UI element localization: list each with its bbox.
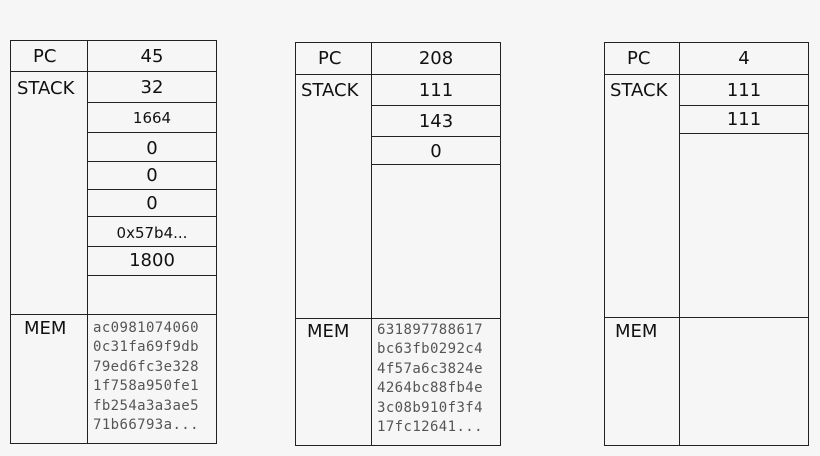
row-divider <box>295 74 501 75</box>
row-divider <box>10 71 217 72</box>
stack-cell: 111 <box>726 109 762 130</box>
stack-divider <box>88 132 216 133</box>
machine-frame <box>604 42 809 446</box>
machine-frame <box>10 40 217 444</box>
mem-line: 17fc12641... <box>377 419 483 436</box>
stack-divider <box>88 189 216 190</box>
mem-line: 1f758a950fe1 <box>93 378 199 395</box>
stack-divider <box>372 136 500 137</box>
stack-divider <box>88 275 216 276</box>
stack-cell: 1800 <box>129 250 175 271</box>
column-divider <box>87 40 88 444</box>
mem-divider <box>10 314 217 315</box>
stack-divider <box>88 161 216 162</box>
mem-line: 71b66793a... <box>93 417 199 434</box>
stack-cell: 32 <box>140 77 164 98</box>
mem-divider <box>604 317 809 318</box>
stack-divider <box>88 102 216 103</box>
stack-cell: 0 <box>146 138 158 159</box>
machine-frame <box>295 42 501 446</box>
pc-value: 45 <box>140 46 164 67</box>
stack-divider <box>680 133 808 134</box>
stack-divider <box>372 105 500 106</box>
stack-cell: 143 <box>418 111 454 132</box>
stack-label: STACK <box>17 78 75 99</box>
stack-cell: 0 <box>430 141 442 162</box>
row-divider <box>604 74 809 75</box>
mem-label: MEM <box>24 318 67 339</box>
stack-cell: 111 <box>418 80 454 101</box>
mem-line: 4264bc88fb4e <box>377 380 483 397</box>
mem-line: 631897788617 <box>377 322 483 338</box>
column-divider <box>371 42 372 446</box>
pc-label: PC <box>627 48 651 69</box>
mem-line: bc63fb0292c4 <box>377 341 483 358</box>
pc-value: 208 <box>418 48 454 69</box>
column-divider <box>679 42 680 446</box>
pc-value: 4 <box>738 48 750 69</box>
stack-divider <box>88 246 216 247</box>
mem-line: fb254a3a3ae5 <box>93 397 199 414</box>
mem-line: 0c31fa69f9db <box>93 339 199 356</box>
stack-divider <box>88 216 216 217</box>
stack-divider <box>680 105 808 106</box>
stack-cell: 0 <box>146 165 158 186</box>
pc-label: PC <box>318 48 342 69</box>
stack-cell: 111 <box>726 80 762 101</box>
mem-line: 4f57a6c3824e <box>377 360 483 377</box>
stack-cell: 0 <box>146 193 158 214</box>
stack-label: STACK <box>610 80 668 101</box>
stack-label: STACK <box>301 80 359 101</box>
stack-cell: 1664 <box>132 109 172 127</box>
mem-line: 3c08b910f3f4 <box>377 399 483 416</box>
mem-divider <box>295 318 501 319</box>
mem-line: ac0981074060 <box>93 320 199 336</box>
stack-divider <box>372 164 500 165</box>
mem-line: 79ed6fc3e328 <box>93 358 199 375</box>
mem-contents: 631897788617 bc63fb0292c4 4f57a6c3824e 4… <box>377 321 483 437</box>
mem-label: MEM <box>615 321 658 342</box>
pc-label: PC <box>33 46 57 67</box>
stack-cell: 0x57b4... <box>116 224 188 242</box>
mem-label: MEM <box>307 321 350 342</box>
mem-contents: ac0981074060 0c31fa69f9db 79ed6fc3e328 1… <box>93 319 199 435</box>
